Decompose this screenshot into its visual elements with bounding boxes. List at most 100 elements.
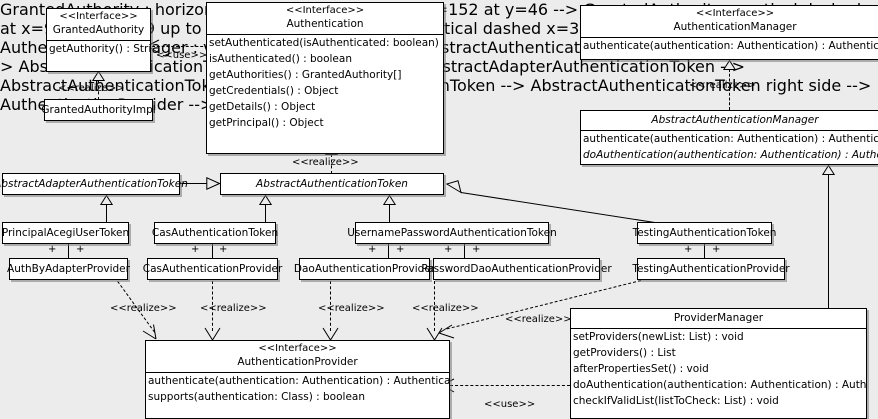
member-get-credentials: getCredentials() : Object bbox=[209, 84, 339, 97]
label-realize-granted-authority-impl: <<realize>> bbox=[58, 83, 125, 94]
member-get-authority: getAuthority() : String bbox=[49, 42, 150, 55]
class-authentication-provider-stereotype: <<Interface>> bbox=[258, 343, 337, 354]
member-aam-authenticate: authenticate(authentication: Authenticat… bbox=[583, 133, 878, 146]
label-realize-abstract-authentication-manager: <<realize>> bbox=[689, 80, 756, 91]
assoc-plus-principal-right: + bbox=[76, 244, 85, 255]
arrowhead-realize-dao-authentication-provider bbox=[322, 327, 339, 341]
label-realize-abstract-authentication-token: <<realize>> bbox=[292, 157, 359, 168]
class-abstract-adapter-authentication-token[interactable]: AbstractAdapterAuthenticationToken bbox=[0, 173, 188, 195]
class-authentication-provider-name: AuthenticationProvider bbox=[237, 355, 358, 368]
class-authentication-manager-operations: authenticate(authentication: Authenticat… bbox=[581, 36, 878, 54]
class-username-password-authentication-token[interactable]: UsernamePasswordAuthenticationToken bbox=[347, 222, 557, 244]
arrowhead-realize-testing-authentication-provider bbox=[438, 322, 456, 340]
class-username-password-authentication-token-name: UsernamePasswordAuthenticationToken bbox=[347, 227, 557, 239]
class-provider-manager-header: ProviderManager bbox=[571, 309, 866, 328]
assoc-plus-cas-right: + bbox=[219, 244, 228, 255]
triangle-realize-granted-authority-impl bbox=[92, 71, 105, 81]
connector-assoc-password-dao bbox=[464, 243, 465, 259]
class-password-dao-authentication-provider-name: PasswordDaoAuthenticationProvider bbox=[421, 263, 612, 275]
class-authentication-manager-header: <<Interface>> AuthenticationManager bbox=[581, 6, 878, 37]
member-pm-set-providers: setProviders(newList: List) : void bbox=[573, 331, 744, 344]
class-password-dao-authentication-provider[interactable]: PasswordDaoAuthenticationProvider bbox=[421, 258, 612, 280]
class-testing-authentication-token-name: TestingAuthenticationToken bbox=[632, 227, 777, 239]
class-granted-authority[interactable]: <<Interface>> GrantedAuthority getAuthor… bbox=[46, 8, 151, 72]
class-auth-by-adapter-provider-name: AuthByAdapterProvider bbox=[7, 263, 130, 275]
class-granted-authority-name: GrantedAuthority bbox=[52, 23, 145, 36]
assoc-plus-password-dao-right: + bbox=[472, 244, 481, 255]
class-provider-manager-operations: setProviders(newList: List) : void getPr… bbox=[571, 328, 866, 409]
assoc-plus-password-dao-left: + bbox=[444, 244, 453, 255]
assoc-plus-principal-left: + bbox=[48, 244, 57, 255]
connector-realize-abstract-authentication-manager bbox=[729, 69, 730, 110]
triangle-generalize-testing-authentication-token bbox=[446, 180, 462, 195]
class-abstract-authentication-manager-name: AbstractAuthenticationManager bbox=[651, 114, 819, 126]
class-authentication-operations: setAuthenticated(isAuthenticated: boolea… bbox=[207, 33, 443, 131]
class-dao-authentication-provider[interactable]: DaoAuthenticationProvider bbox=[294, 258, 435, 280]
triangle-generalize-abstract-adapter-token bbox=[206, 177, 220, 190]
class-abstract-adapter-authentication-token-name: AbstractAdapterAuthenticationToken bbox=[0, 178, 188, 190]
member-get-details: getDetails() : Object bbox=[209, 100, 316, 113]
class-authentication-provider[interactable]: <<Interface>> AuthenticationProvider aut… bbox=[145, 340, 450, 419]
class-testing-authentication-token[interactable]: TestingAuthenticationToken bbox=[633, 222, 776, 244]
label-realize-dao-authentication-provider: <<realize>> bbox=[318, 303, 385, 314]
member-ap-authenticate: authenticate(authentication: Authenticat… bbox=[148, 374, 449, 387]
class-granted-authority-stereotype: <<Interface>> bbox=[59, 11, 138, 22]
member-get-authorities: getAuthorities() : GrantedAuthority[] bbox=[209, 68, 402, 81]
class-abstract-authentication-manager-header: AbstractAuthenticationManager bbox=[581, 111, 878, 130]
connector-generalize-cas-authentication-token bbox=[265, 205, 266, 223]
label-realize-testing-authentication-provider: <<realize>> bbox=[505, 314, 572, 325]
triangle-generalize-principal-acegi-user-token bbox=[100, 195, 113, 205]
connector-realize-abstract-authentication-token bbox=[331, 154, 332, 174]
assoc-plus-testing-left: + bbox=[684, 244, 693, 255]
connector-assoc-dao bbox=[388, 243, 389, 259]
connector-generalize-testing-authentication-token bbox=[460, 192, 655, 223]
arrowhead-realize-password-dao-authentication-provider bbox=[426, 327, 443, 341]
label-use-granted-authority: <<use>> bbox=[156, 50, 208, 61]
arrowhead-realize-cas-authentication-provider bbox=[204, 327, 221, 341]
class-testing-authentication-provider[interactable]: TestingAuthenticationProvider bbox=[632, 258, 790, 280]
class-authentication[interactable]: <<Interface>> Authentication setAuthenti… bbox=[206, 2, 444, 154]
class-cas-authentication-token[interactable]: CasAuthenticationToken bbox=[151, 222, 279, 244]
label-realize-cas-authentication-provider: <<realize>> bbox=[200, 303, 267, 314]
class-authentication-manager[interactable]: <<Interface>> AuthenticationManager auth… bbox=[580, 5, 878, 60]
connector-use-provider-manager bbox=[450, 385, 570, 386]
connector-generalize-provider-manager bbox=[828, 175, 829, 308]
member-is-authenticated: isAuthenticated() : boolean bbox=[209, 52, 352, 65]
arrowhead-realize-auth-by-adapter-provider bbox=[140, 322, 158, 340]
class-cas-authentication-provider-name: CasAuthenticationProvider bbox=[142, 263, 283, 275]
class-authentication-provider-operations: authenticate(authentication: Authenticat… bbox=[146, 371, 449, 405]
class-provider-manager[interactable]: ProviderManager setProviders(newList: Li… bbox=[570, 308, 867, 419]
assoc-plus-testing-right: + bbox=[712, 244, 721, 255]
connector-generalize-principal-acegi-user-token bbox=[106, 205, 107, 223]
member-am-authenticate: authenticate(authentication: Authenticat… bbox=[583, 39, 878, 52]
class-cas-authentication-token-name: CasAuthenticationToken bbox=[151, 227, 279, 239]
member-aam-do-authentication: doAuthentication(authentication: Authent… bbox=[583, 149, 878, 162]
triangle-generalize-username-password-token bbox=[383, 195, 396, 205]
member-pm-check-if-valid-list: checkIfValidList(listToCheck: List) : vo… bbox=[573, 395, 779, 408]
class-authentication-manager-name: AuthenticationManager bbox=[673, 20, 797, 33]
member-pm-do-authentication: doAuthentication(authentication: Authent… bbox=[573, 379, 866, 392]
class-granted-authority-impl-name: GrantedAuthorityImpl bbox=[41, 104, 156, 116]
connector-use-granted-authority bbox=[152, 46, 208, 47]
connector-realize-dao-authentication-provider bbox=[330, 281, 331, 331]
assoc-plus-dao-right: + bbox=[396, 244, 405, 255]
connector-assoc-testing bbox=[704, 243, 705, 259]
class-abstract-authentication-token[interactable]: AbstractAuthenticationToken bbox=[220, 173, 444, 195]
class-principal-acegi-user-token-name: PrincipalAcegiUserToken bbox=[1, 227, 130, 239]
class-abstract-authentication-manager[interactable]: AbstractAuthenticationManager authentica… bbox=[580, 110, 878, 165]
connector-generalize-username-password-token bbox=[389, 205, 390, 223]
member-ap-supports: supports(authentication: Class) : boolea… bbox=[148, 390, 365, 403]
class-granted-authority-impl[interactable]: GrantedAuthorityImpl bbox=[41, 99, 156, 121]
connector-generalize-abstract-adapter-token bbox=[180, 183, 208, 184]
class-provider-manager-name: ProviderManager bbox=[673, 312, 764, 324]
class-auth-by-adapter-provider[interactable]: AuthByAdapterProvider bbox=[7, 258, 130, 280]
label-use-provider-manager: <<use>> bbox=[484, 399, 536, 410]
class-testing-authentication-provider-name: TestingAuthenticationProvider bbox=[632, 263, 790, 275]
class-granted-authority-operations: getAuthority() : String bbox=[47, 39, 150, 57]
class-principal-acegi-user-token[interactable]: PrincipalAcegiUserToken bbox=[2, 222, 129, 244]
member-get-principal: getPrincipal() : Object bbox=[209, 116, 324, 129]
connector-realize-granted-authority-impl bbox=[98, 80, 99, 100]
class-cas-authentication-provider[interactable]: CasAuthenticationProvider bbox=[143, 258, 282, 280]
label-realize-auth-by-adapter-provider: <<realize>> bbox=[110, 303, 177, 314]
